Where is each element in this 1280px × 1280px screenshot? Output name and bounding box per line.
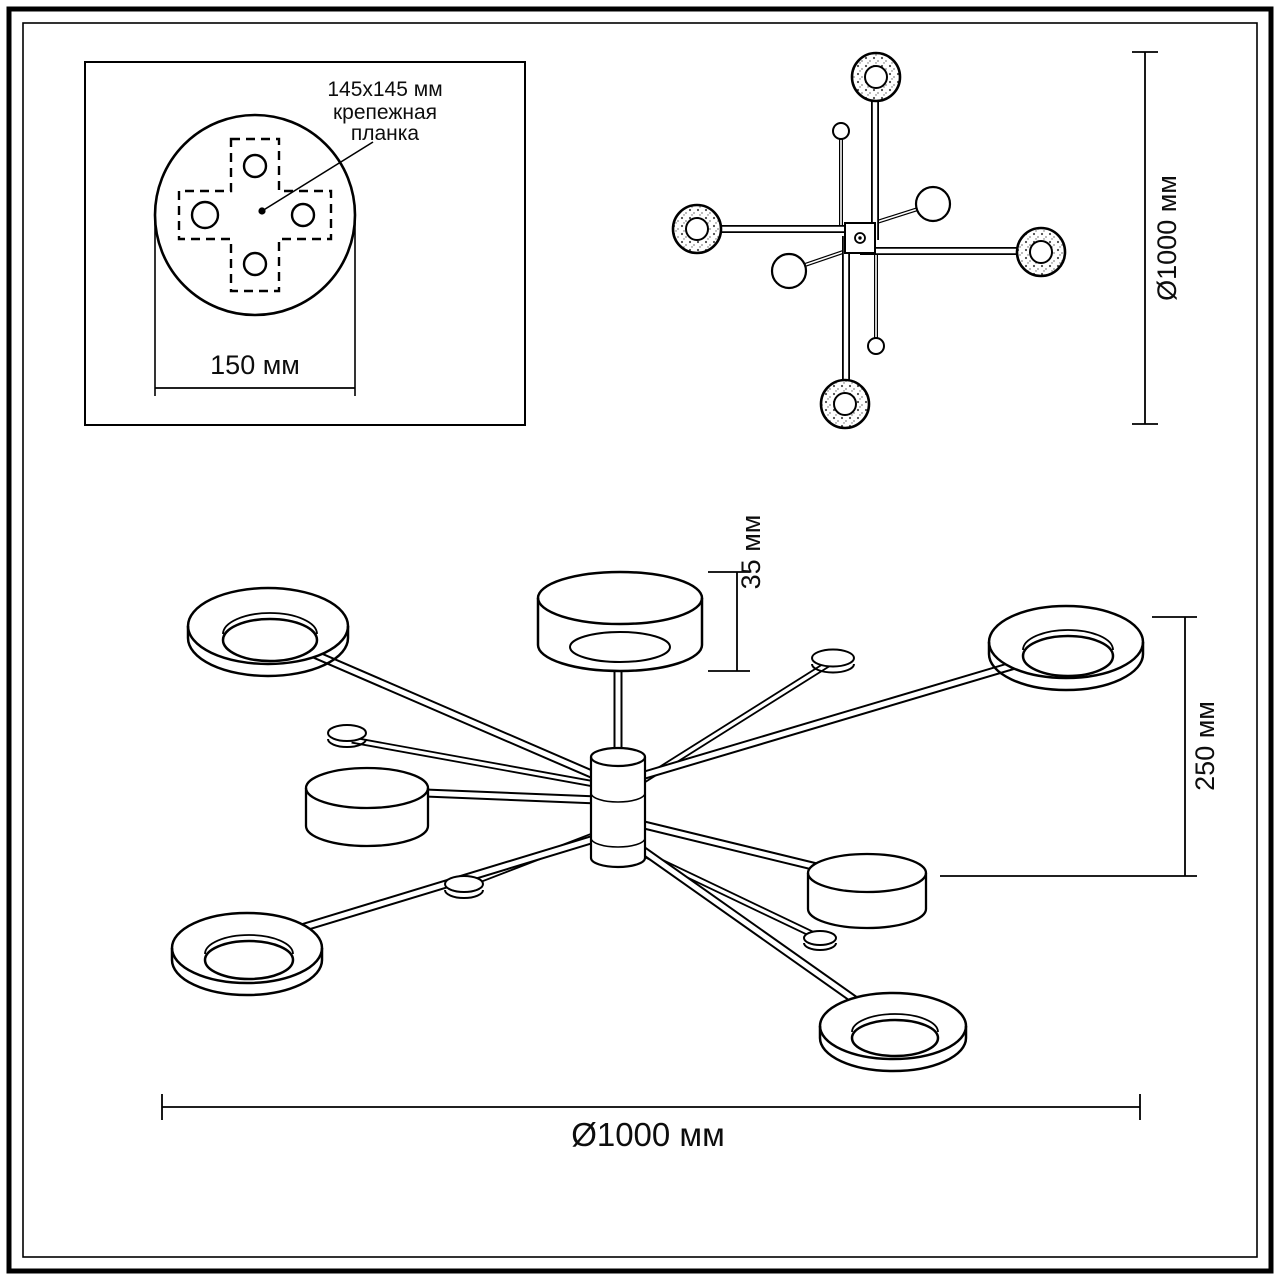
top-view-plain-lamps	[770, 185, 952, 290]
top-diameter-label: Ø1000 мм	[1152, 175, 1182, 301]
lamp-height-label: 35 мм	[736, 515, 766, 590]
base-diameter-label: 150 мм	[210, 350, 300, 380]
dimension-150mm: 150 мм	[154, 222, 356, 396]
top-view-canopy	[844, 222, 876, 254]
mounting-holes	[190, 153, 316, 277]
lamp-ring-bottom-center	[818, 991, 968, 1073]
lamp-ring-top-left	[186, 586, 350, 678]
mounting-plate-detail: 145x145 мм крепежная планка 150 мм	[84, 61, 526, 426]
counterweight-discs	[327, 648, 855, 951]
fixture-height-label: 250 мм	[1190, 701, 1220, 791]
plate-name-line2: планка	[351, 122, 420, 145]
leader-line	[261, 141, 374, 212]
lamp-drum-left	[304, 766, 430, 848]
central-hub	[589, 746, 647, 869]
plate-size-label: 145x145 мм	[327, 78, 442, 101]
lamp-drum-top	[536, 570, 704, 673]
page-border	[6, 6, 1274, 1274]
arms	[260, 640, 1054, 1026]
canopy-base-circle	[153, 113, 357, 317]
perspective-view: 35 мм 250 мм Ø1000 мм	[161, 515, 1220, 1153]
fixture-diameter-label: Ø1000 мм	[571, 1116, 725, 1153]
top-view-thin-rods	[801, 139, 922, 338]
top-view-ring-lamps	[671, 51, 1067, 430]
dimension-fixture-height: 250 мм	[940, 616, 1220, 877]
dimension-top-diameter: Ø1000 мм	[1132, 51, 1182, 425]
lamp-ring-top-right	[987, 604, 1145, 692]
lamp-ring-bottom-left	[170, 911, 324, 997]
dimension-lamp-height: 35 мм	[708, 515, 766, 672]
top-view-main-rods	[708, 88, 1030, 396]
mounting-bracket-dashed-outline	[177, 137, 333, 293]
top-view-counterweights	[832, 122, 885, 355]
lamp-drum-right	[806, 852, 928, 930]
plate-name-line1: крепежная	[333, 101, 437, 124]
top-view: Ø1000 мм	[671, 51, 1182, 430]
dimension-fixture-diameter: Ø1000 мм	[161, 1094, 1141, 1153]
